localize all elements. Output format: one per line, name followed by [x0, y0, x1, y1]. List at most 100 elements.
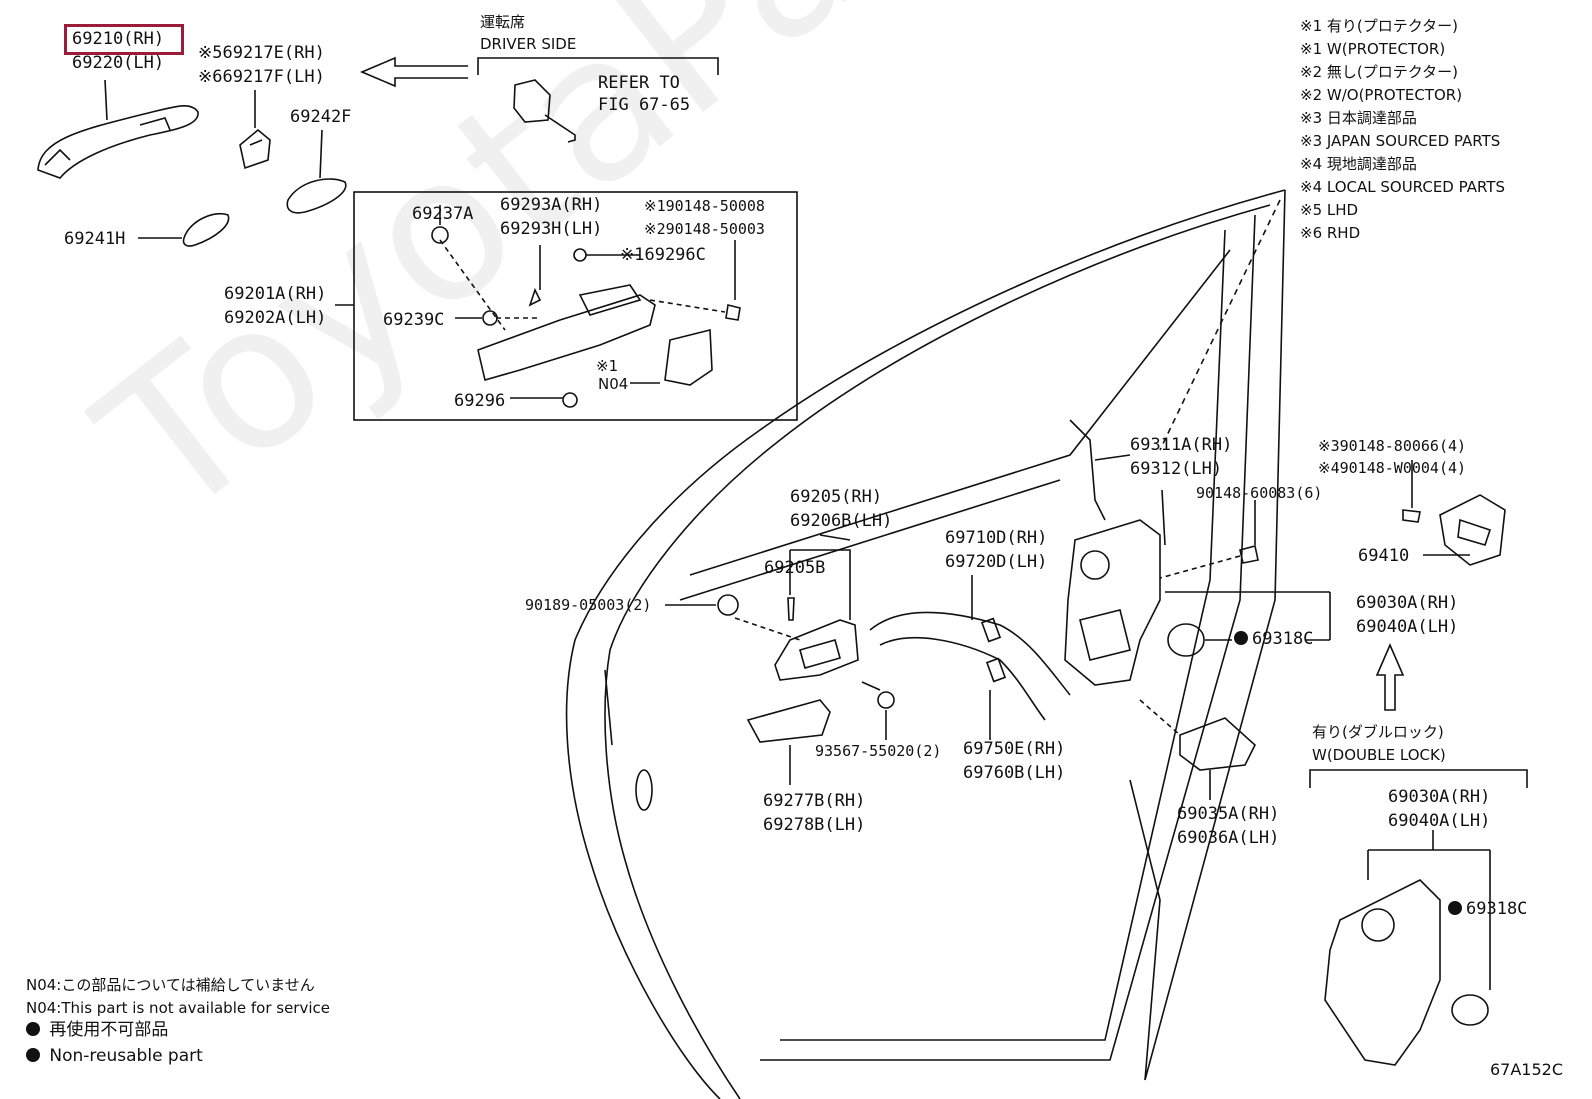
non-reusable-dot-icon [1234, 631, 1248, 645]
footnote-text: 再使用不可部品 [49, 1020, 169, 1040]
n04-marker: ※1 [596, 357, 619, 375]
legend-item: ※4 現地調達部品 [1300, 155, 1417, 173]
handle-gasket-drawing [182, 213, 230, 247]
part-number-69217e-rh[interactable]: ※569217E(RH) [198, 43, 325, 63]
leader [104, 79, 108, 121]
driver-side-en: DRIVER SIDE [480, 35, 577, 53]
part-number-69210-rh[interactable]: 69210(RH) [72, 29, 165, 49]
leader [1161, 489, 1166, 546]
part-number-90148-w0004[interactable]: ※490148-W0004(4) [1318, 459, 1467, 477]
door-lock-drawing [1064, 519, 1161, 686]
bolt-drawing [861, 681, 895, 709]
part-number-69750e-rh[interactable]: 69750E(RH) [963, 739, 1066, 759]
leader [734, 617, 801, 641]
part-number-69293a-rh[interactable]: 69293A(RH) [500, 195, 603, 215]
part-number-69410[interactable]: 69410 [1358, 546, 1410, 566]
part-number-69277b-rh[interactable]: 69277B(RH) [763, 791, 866, 811]
legend-item: ※4 LOCAL SOURCED PARTS [1300, 178, 1505, 196]
inner-handle-bracket [790, 549, 851, 620]
grommet-drawing [717, 594, 739, 616]
part-number-69296c[interactable]: ※169296C [620, 245, 706, 265]
seal-label: 69318C [1466, 899, 1528, 919]
part-number-69030a-rh[interactable]: 69030A(RH) [1356, 593, 1459, 613]
part-number-69237a[interactable]: 69237A [412, 204, 474, 224]
part-number-69293h-lh[interactable]: 69293H(LH) [500, 219, 603, 239]
part-number-69205b[interactable]: 69205B [764, 558, 826, 578]
part-number-69030a-rh-dl[interactable]: 69030A(RH) [1388, 787, 1491, 807]
part-number-69710d-rh[interactable]: 69710D(RH) [945, 528, 1048, 548]
outer-handle-drawing [37, 105, 199, 179]
screw-drawing [1239, 545, 1259, 564]
double-lock-jp: 有り(ダブルロック) [1312, 723, 1444, 741]
double-lock-bracket [1309, 769, 1528, 788]
part-number-69202a-lh[interactable]: 69202A(LH) [224, 308, 327, 328]
part-number-69278b-lh[interactable]: 69278B(LH) [763, 815, 866, 835]
part-number-69318c-dl[interactable]: 69318C [1448, 898, 1527, 920]
legend-item: ※1 W(PROTECTOR) [1300, 40, 1446, 58]
door-lock-2-drawing [1324, 879, 1489, 1066]
part-number-90148-50003[interactable]: ※290148-50003 [644, 220, 765, 238]
part-number-69760b-lh[interactable]: 69760B(LH) [963, 763, 1066, 783]
part-number-69296[interactable]: 69296 [454, 391, 506, 411]
lock-rod-drawing [1069, 419, 1106, 521]
leader [1139, 699, 1181, 736]
part-number-90148-60083[interactable]: 90148-60083(6) [1196, 484, 1323, 502]
part-number-93567-55020[interactable]: 93567-55020(2) [815, 742, 942, 760]
handle-pad-drawing [239, 128, 271, 170]
part-number-69311a-rh[interactable]: 69311A(RH) [1130, 435, 1233, 455]
driver-side-jp: 運転席 [480, 13, 526, 31]
non-reusable-dot-icon [26, 1022, 40, 1036]
part-number-69220-lh[interactable]: 69220(LH) [72, 53, 165, 73]
legend-item: ※3 JAPAN SOURCED PARTS [1300, 132, 1501, 150]
part-number-69720d-lh[interactable]: 69720D(LH) [945, 552, 1048, 572]
handle-cover-drawing [286, 178, 347, 214]
part-number-69206b-lh[interactable]: 69206B(LH) [790, 511, 893, 531]
refer-fig-link[interactable]: FIG 67-65 [598, 95, 691, 115]
part-number-69241h[interactable]: 69241H [64, 229, 126, 249]
part-number-69318c[interactable]: 69318C [1234, 628, 1313, 650]
legend-item: ※3 日本調達部品 [1300, 109, 1417, 127]
driver-side-bracket [477, 57, 719, 75]
frame-drawing [431, 226, 741, 408]
bezel-drawing [746, 699, 831, 743]
part-number-69201a-rh[interactable]: 69201A(RH) [224, 284, 327, 304]
door-outline [565, 189, 1286, 1099]
part-number-69040a-lh-dl[interactable]: 69040A(LH) [1388, 811, 1491, 831]
double-lock-en: W(DOUBLE LOCK) [1312, 746, 1446, 764]
part-number-69040a-lh[interactable]: 69040A(LH) [1356, 617, 1459, 637]
lock-cover-drawing [1179, 717, 1256, 771]
part-number-90189-05003[interactable]: 90189-05003(2) [525, 596, 652, 614]
lock-bracket [1165, 591, 1331, 641]
leader [1159, 199, 1281, 451]
legend-item: ※5 LHD [1300, 201, 1359, 219]
non-reusable-dot-icon [1448, 901, 1462, 915]
part-number-69205-rh[interactable]: 69205(RH) [790, 487, 883, 507]
seal-label: 69318C [1252, 629, 1314, 649]
part-number-69217f-lh[interactable]: ※669217F(LH) [198, 67, 325, 87]
legend-item: ※1 有り(プロテクター) [1300, 17, 1458, 35]
part-number-69242f[interactable]: 69242F [290, 107, 352, 127]
legend-item: ※2 W/O(PROTECTOR) [1300, 86, 1463, 104]
legend: ※1 有り(プロテクター) ※1 W(PROTECTOR) ※2 無し(プロテク… [1300, 16, 1505, 243]
leader [819, 534, 851, 541]
key-cylinder-drawing [513, 79, 576, 143]
footnote-text: Non-reusable part [49, 1046, 203, 1066]
leader [1159, 555, 1241, 579]
part-number-69036a-lh[interactable]: 69036A(LH) [1177, 828, 1280, 848]
frame-leaders [439, 205, 736, 399]
part-number-90148-80066[interactable]: ※390148-80066(4) [1318, 437, 1467, 455]
part-number-90148-50008[interactable]: ※190148-50008 [644, 197, 765, 215]
part-number-69035a-rh[interactable]: 69035A(RH) [1177, 804, 1280, 824]
legend-item: ※6 RHD [1300, 224, 1361, 242]
seal-drawing [1167, 623, 1205, 657]
arrow-up [1375, 642, 1405, 711]
footnote-n04-en: N04:This part is not available for servi… [26, 999, 330, 1017]
part-number-69239c[interactable]: 69239C [383, 310, 445, 330]
legend-item: ※2 無し(プロテクター) [1300, 63, 1458, 81]
striker-drawing [1402, 494, 1506, 566]
leader [319, 129, 323, 179]
clip-drawing [787, 597, 795, 621]
non-reusable-dot-icon [26, 1048, 40, 1062]
part-number-69312-lh[interactable]: 69312(LH) [1130, 459, 1223, 479]
